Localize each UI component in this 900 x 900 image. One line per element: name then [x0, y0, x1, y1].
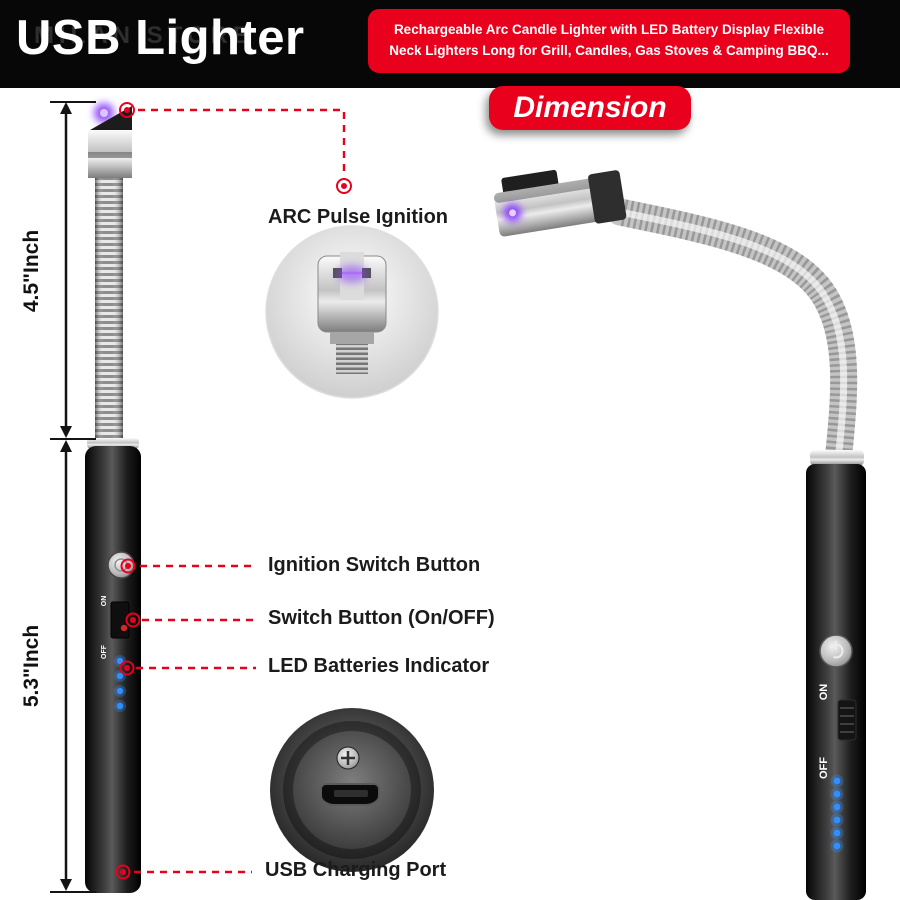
power-icon — [828, 643, 844, 659]
store-watermark: MILAN STORE — [34, 22, 254, 49]
switch-off-label: OFF — [101, 644, 108, 659]
arc-callout-label: ARC Pulse Ignition — [268, 206, 448, 228]
power-button-right[interactable] — [819, 634, 853, 668]
dimension-arrows: 4.5"Inch 5.3"Inch — [20, 101, 96, 893]
callout-dots — [115, 102, 352, 880]
upper-measurement: 4.5"Inch — [20, 230, 43, 312]
arc-glow-core — [100, 109, 108, 117]
arc-closeup-inset — [265, 225, 439, 399]
flexible-neck-shade — [95, 178, 123, 444]
fork-thread — [336, 344, 368, 374]
usb-closeup-inset — [270, 708, 434, 872]
fork-nut — [330, 332, 374, 344]
product-description-badge: Rechargeable Arc Candle Lighter with LED… — [368, 9, 850, 73]
handle-body-right — [806, 464, 866, 900]
header-bar: MILAN STORE USB Lighter Rechargeable Arc… — [0, 0, 900, 88]
switch-callout-label: Switch Button (On/OFF) — [268, 607, 495, 629]
lower-measurement: 5.3"Inch — [20, 625, 43, 707]
switch-ridges — [840, 707, 854, 733]
switch-off-label-right: OFF — [818, 757, 830, 779]
flexible-neck-highlight — [619, 208, 848, 463]
switch-on-label-right: ON — [818, 684, 830, 701]
left-lighter: ON OFF — [85, 103, 141, 893]
callout-lines — [134, 108, 346, 874]
switch-on-label: ON — [101, 596, 108, 607]
tip-band — [88, 152, 132, 158]
right-lighter: ON OFF — [494, 169, 866, 900]
switch-indicator — [120, 624, 128, 632]
led-callout-label: LED Batteries Indicator — [268, 655, 490, 677]
dimension-badge: Dimension — [489, 86, 691, 130]
power-switch-right[interactable] — [837, 699, 857, 741]
arc-glow-right-core — [509, 209, 517, 217]
page-title: USB Lighter — [16, 11, 305, 65]
ignition-callout-label: Ignition Switch Button — [268, 554, 481, 576]
led-battery-indicator-right — [830, 774, 844, 853]
arc-callout-line — [138, 108, 346, 176]
tip-head-right — [494, 169, 627, 237]
tip-head — [88, 130, 132, 178]
handle-collar-right — [810, 450, 864, 466]
flexible-neck-ribs — [617, 198, 858, 464]
usb-callout-label: USB Charging Port — [265, 859, 447, 881]
